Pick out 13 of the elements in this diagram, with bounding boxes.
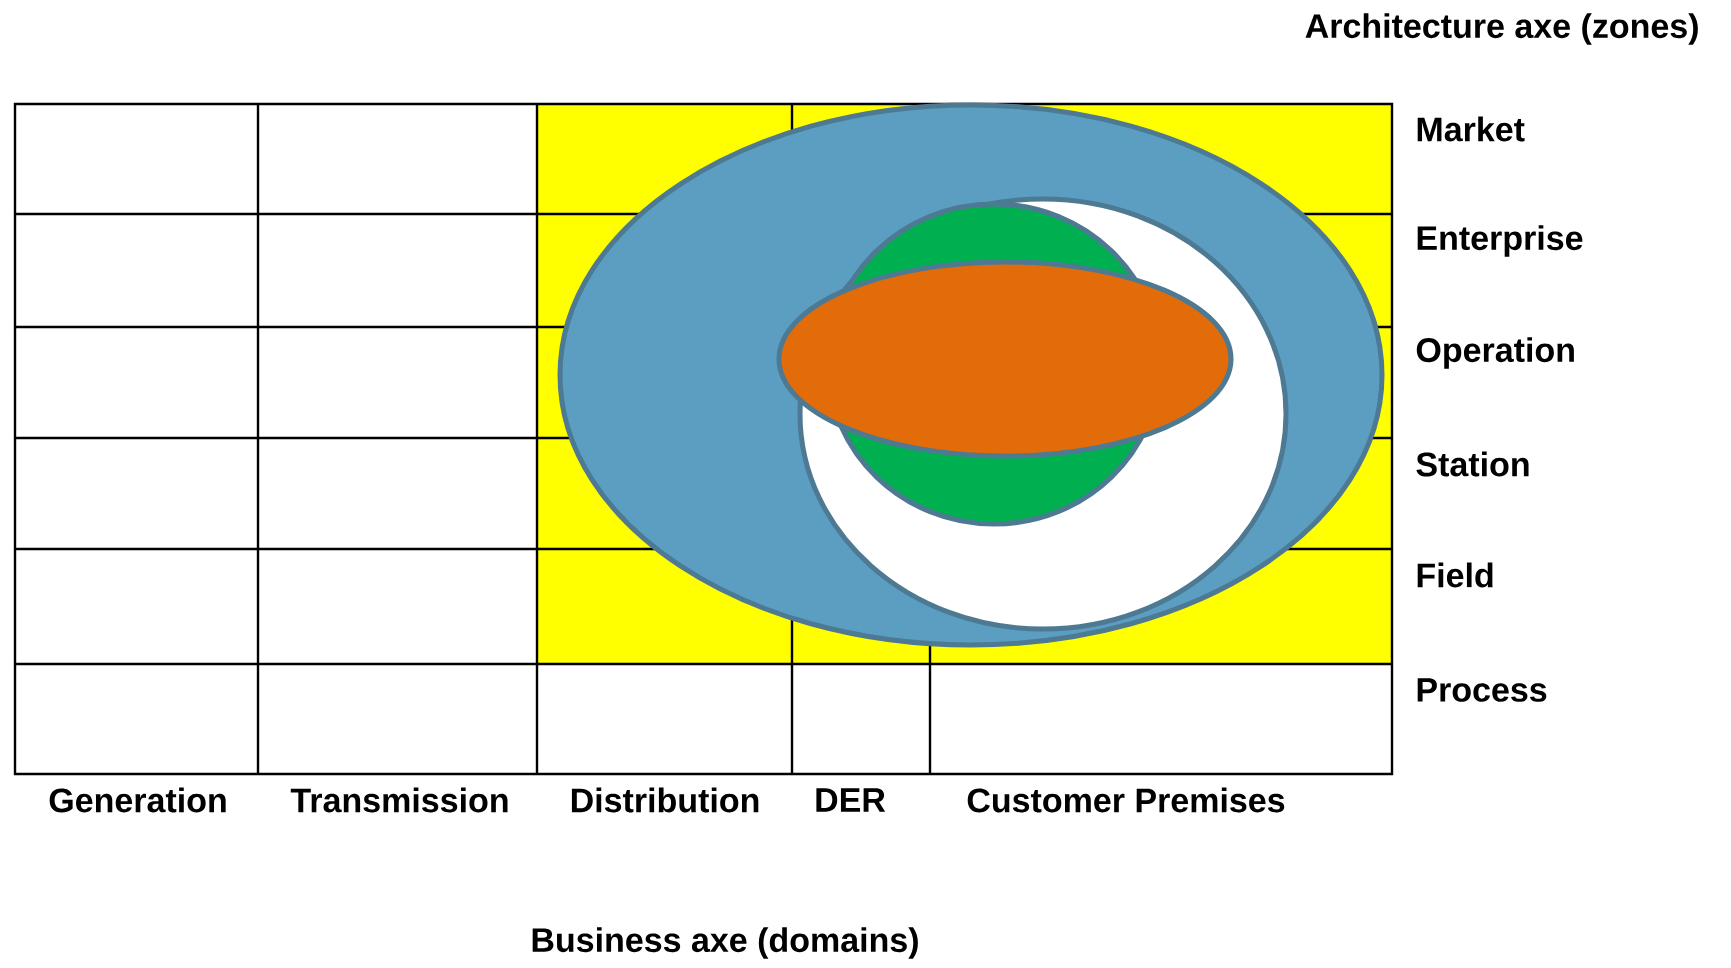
axis-title: Architecture axe (zones): [1305, 13, 1698, 45]
column-label: Transmission: [290, 787, 508, 813]
row-label: Enterprise: [1417, 225, 1583, 257]
row-label: Market: [1417, 116, 1525, 142]
column-label: Customer Premises: [967, 787, 1285, 813]
row-label: Operation: [1416, 337, 1574, 369]
column-label: DER: [816, 788, 886, 812]
column-label: Distribution: [571, 787, 759, 813]
row-label: Station: [1416, 451, 1529, 477]
row-label: Field: [1417, 562, 1493, 588]
column-label: Generation: [49, 787, 226, 813]
row-label: Process: [1417, 678, 1547, 702]
axis-title: Business axe (domains): [532, 927, 918, 959]
